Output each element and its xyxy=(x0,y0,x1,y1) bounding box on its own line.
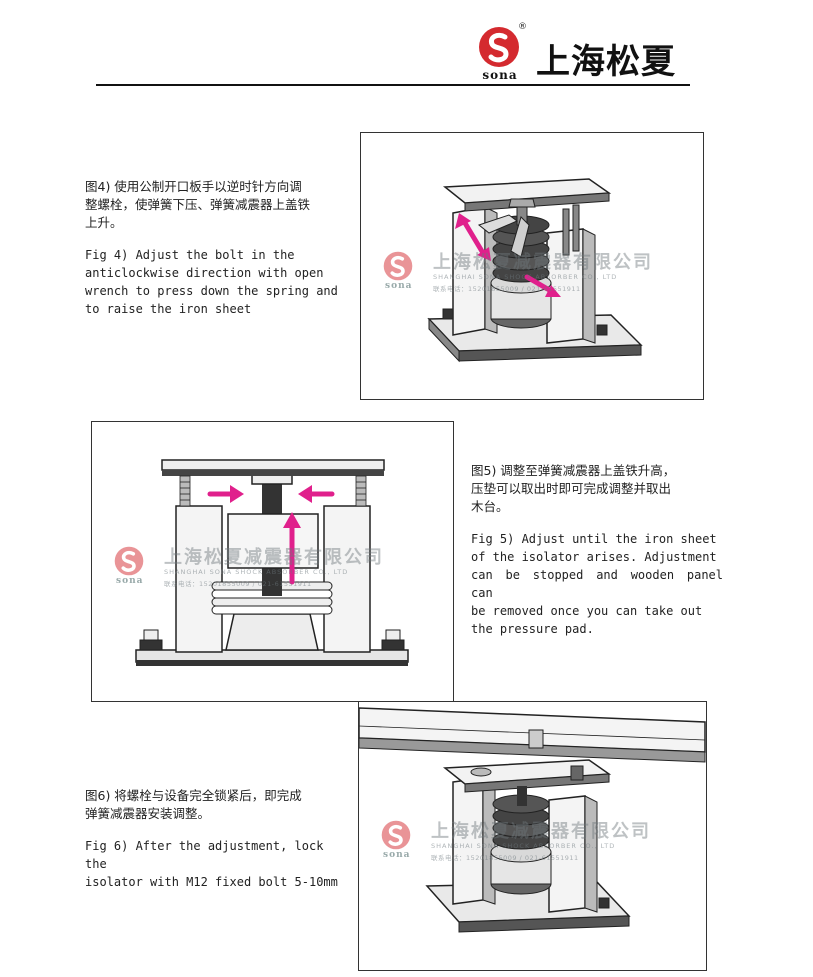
figure-5: sona 上海松夏减震器有限公司 SHANGHAI SONA SHOCK ABS… xyxy=(91,421,454,702)
sona-logo-icon xyxy=(479,27,519,67)
header-divider xyxy=(96,84,690,86)
figure-4: sona 上海松夏减震器有限公司 SHANGHAI SONA SHOCK ABS… xyxy=(360,132,704,400)
step-5-en: Fig 5) Adjust until the iron sheet of th… xyxy=(471,532,723,636)
step-6-en: Fig 6) After the adjustment, lock the is… xyxy=(85,839,338,889)
step-5-zh: 图5) 调整至弹簧减震器上盖铁升高， 压垫可以取出时即可完成调整并取出 木台。 xyxy=(471,463,676,514)
figure-4-illustration xyxy=(427,178,643,363)
figure-6-illustration xyxy=(359,707,706,933)
figure-6: sona 上海松夏减震器有限公司 SHANGHAI SONA SHOCK ABS… xyxy=(358,701,707,971)
step-6-zh: 图6) 将螺栓与设备完全锁紧后，即完成 弹簧减震器安装调整。 xyxy=(85,788,302,821)
step-4-zh: 图4) 使用公制开口板手以逆时针方向调 整螺栓，使弹簧下压、弹簧减震器上盖铁 上… xyxy=(85,179,311,230)
figure-5-illustration xyxy=(135,459,409,666)
registered-mark: ® xyxy=(518,22,527,32)
step-6-text: 图6) 将螺栓与设备完全锁紧后，即完成 弹簧减震器安装调整。 Fig 6) Af… xyxy=(85,787,347,891)
step-4-en: Fig 4) Adjust the bolt in the anticlockw… xyxy=(85,248,338,316)
brand-name: 上海松夏 xyxy=(536,42,676,82)
step-4-text: 图4) 使用公制开口板手以逆时针方向调 整螺栓，使弹簧下压、弹簧减震器上盖铁 上… xyxy=(85,178,353,318)
step-5-text: 图5) 调整至弹簧减震器上盖铁升高， 压垫可以取出时即可完成调整并取出 木台。 … xyxy=(471,462,723,638)
logo-text: sona xyxy=(482,68,518,82)
